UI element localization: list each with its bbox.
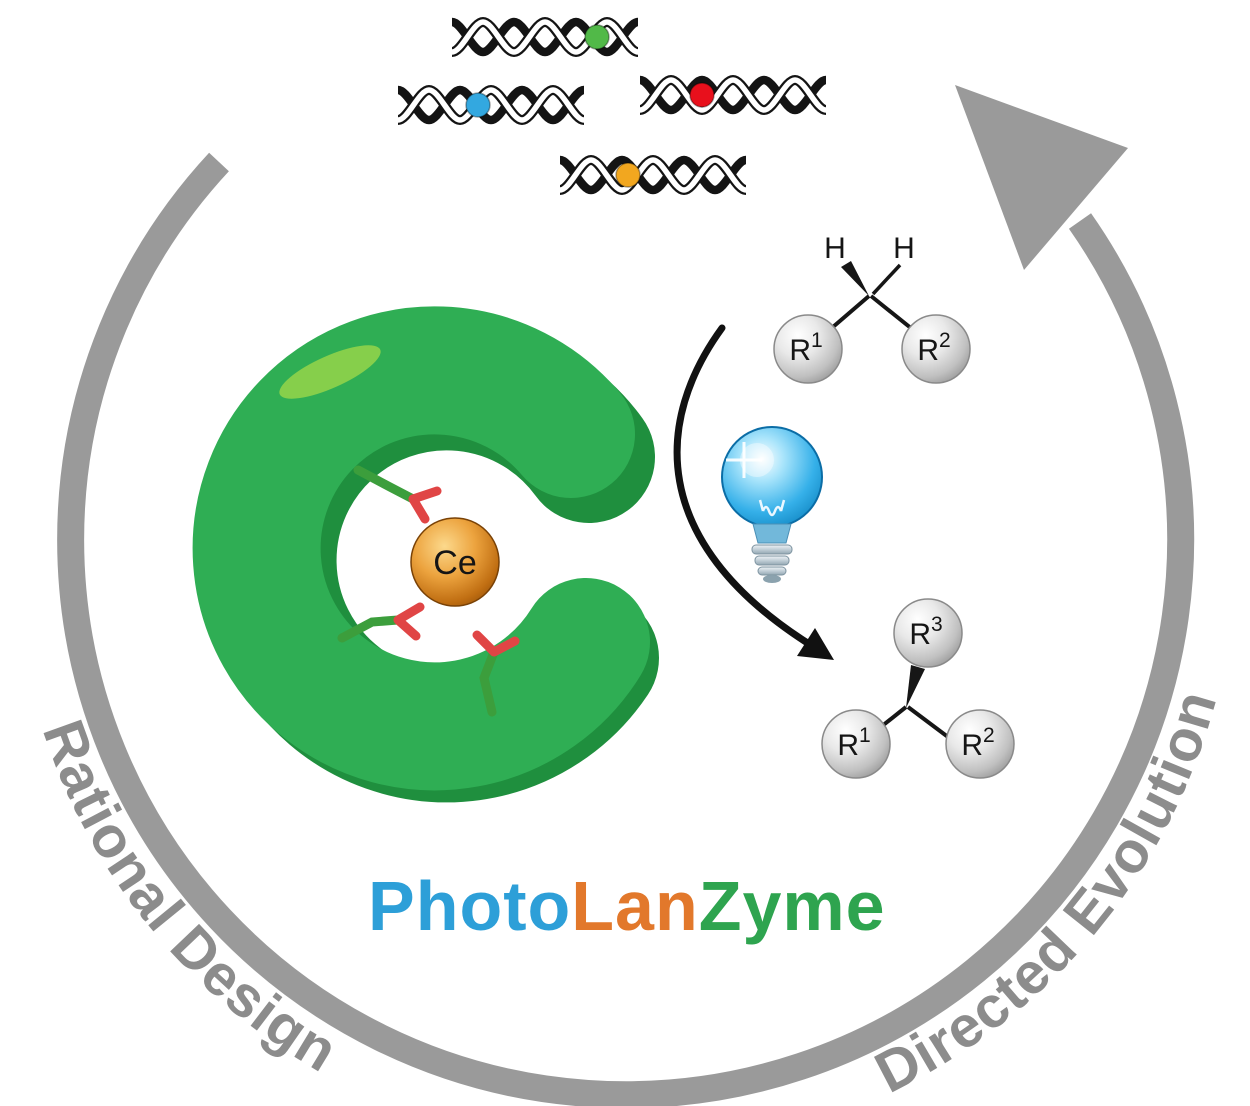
active-site-residue [337,602,425,643]
wedge-bond [906,665,925,708]
residue-carbon-stick [479,647,499,717]
light-bulb-icon [721,426,823,583]
reaction-arrow-curve [673,324,810,646]
bulb-contact [763,575,781,583]
bulb-filament [758,499,786,517]
mutation-marker-dot-blue [465,92,491,118]
cycle-arrow [57,85,1195,1106]
active-site-residue [472,630,520,717]
enzyme-body [192,306,650,791]
bulb-sparkle [726,442,762,478]
residue-oxygen-tip [408,486,442,524]
residue-carbon-stick [353,465,418,504]
dna-helix-icon [398,90,584,120]
r-group-sphere [893,598,963,668]
residue-oxygen-tip [472,630,520,657]
brand-lan: Lan [571,867,698,945]
bulb-screw-thread [757,566,787,576]
dna-variant-library [398,22,826,190]
cycle-arrow-arc [57,152,1195,1106]
r-group-sphere [821,709,891,779]
r2-label: R2 [961,724,994,762]
brand-title: PhotoLanZyme [368,867,886,945]
mutation-marker-dot-green [584,24,610,50]
dna-helix-icon [640,80,826,110]
product-molecule: R3 R1 R2 [821,598,1015,779]
bulb-screw-thread [751,544,793,555]
cerium-sphere [410,517,500,607]
mutation-marker-dot-orange [615,162,641,188]
bulb-screw-thread [754,555,790,566]
r-group-sphere [945,709,1015,779]
cycle-arrowhead-icon [955,85,1128,270]
hydrogen-label-left: H [824,232,846,265]
r3-label: R3 [909,613,942,651]
enzyme-highlight [279,345,381,399]
reaction-arrow [673,324,834,660]
r2-label: R2 [917,329,950,367]
brand-photo: Photo [368,867,571,945]
active-site-residues [337,465,520,717]
mutation-marker-dot-red [689,82,715,108]
enzyme-scaffold [192,306,659,803]
dna-helix-icon [452,22,638,52]
plain-bond [871,263,902,296]
cerium-ion: Ce [410,517,500,607]
r-group-sphere [773,314,843,384]
wedge-bond [841,261,869,296]
substrate-molecule: H H R1 R2 [773,232,971,384]
r-group-sphere [901,314,971,384]
cerium-label: Ce [433,544,476,582]
residue-oxygen-tip [393,602,425,641]
active-site-residue [353,465,442,524]
reaction-arrowhead-icon [797,628,834,660]
hydrogen-label-right: H [893,232,915,265]
residue-carbon-stick [337,615,403,643]
brand-zyme: Zyme [699,867,886,945]
r1-label: R1 [789,329,822,367]
dna-helix-icon [560,160,746,190]
r1-label: R1 [837,724,870,762]
bulb-glass [721,426,823,528]
rational-design-label: Rational Design [30,712,349,1085]
bulb-neck [752,523,792,544]
